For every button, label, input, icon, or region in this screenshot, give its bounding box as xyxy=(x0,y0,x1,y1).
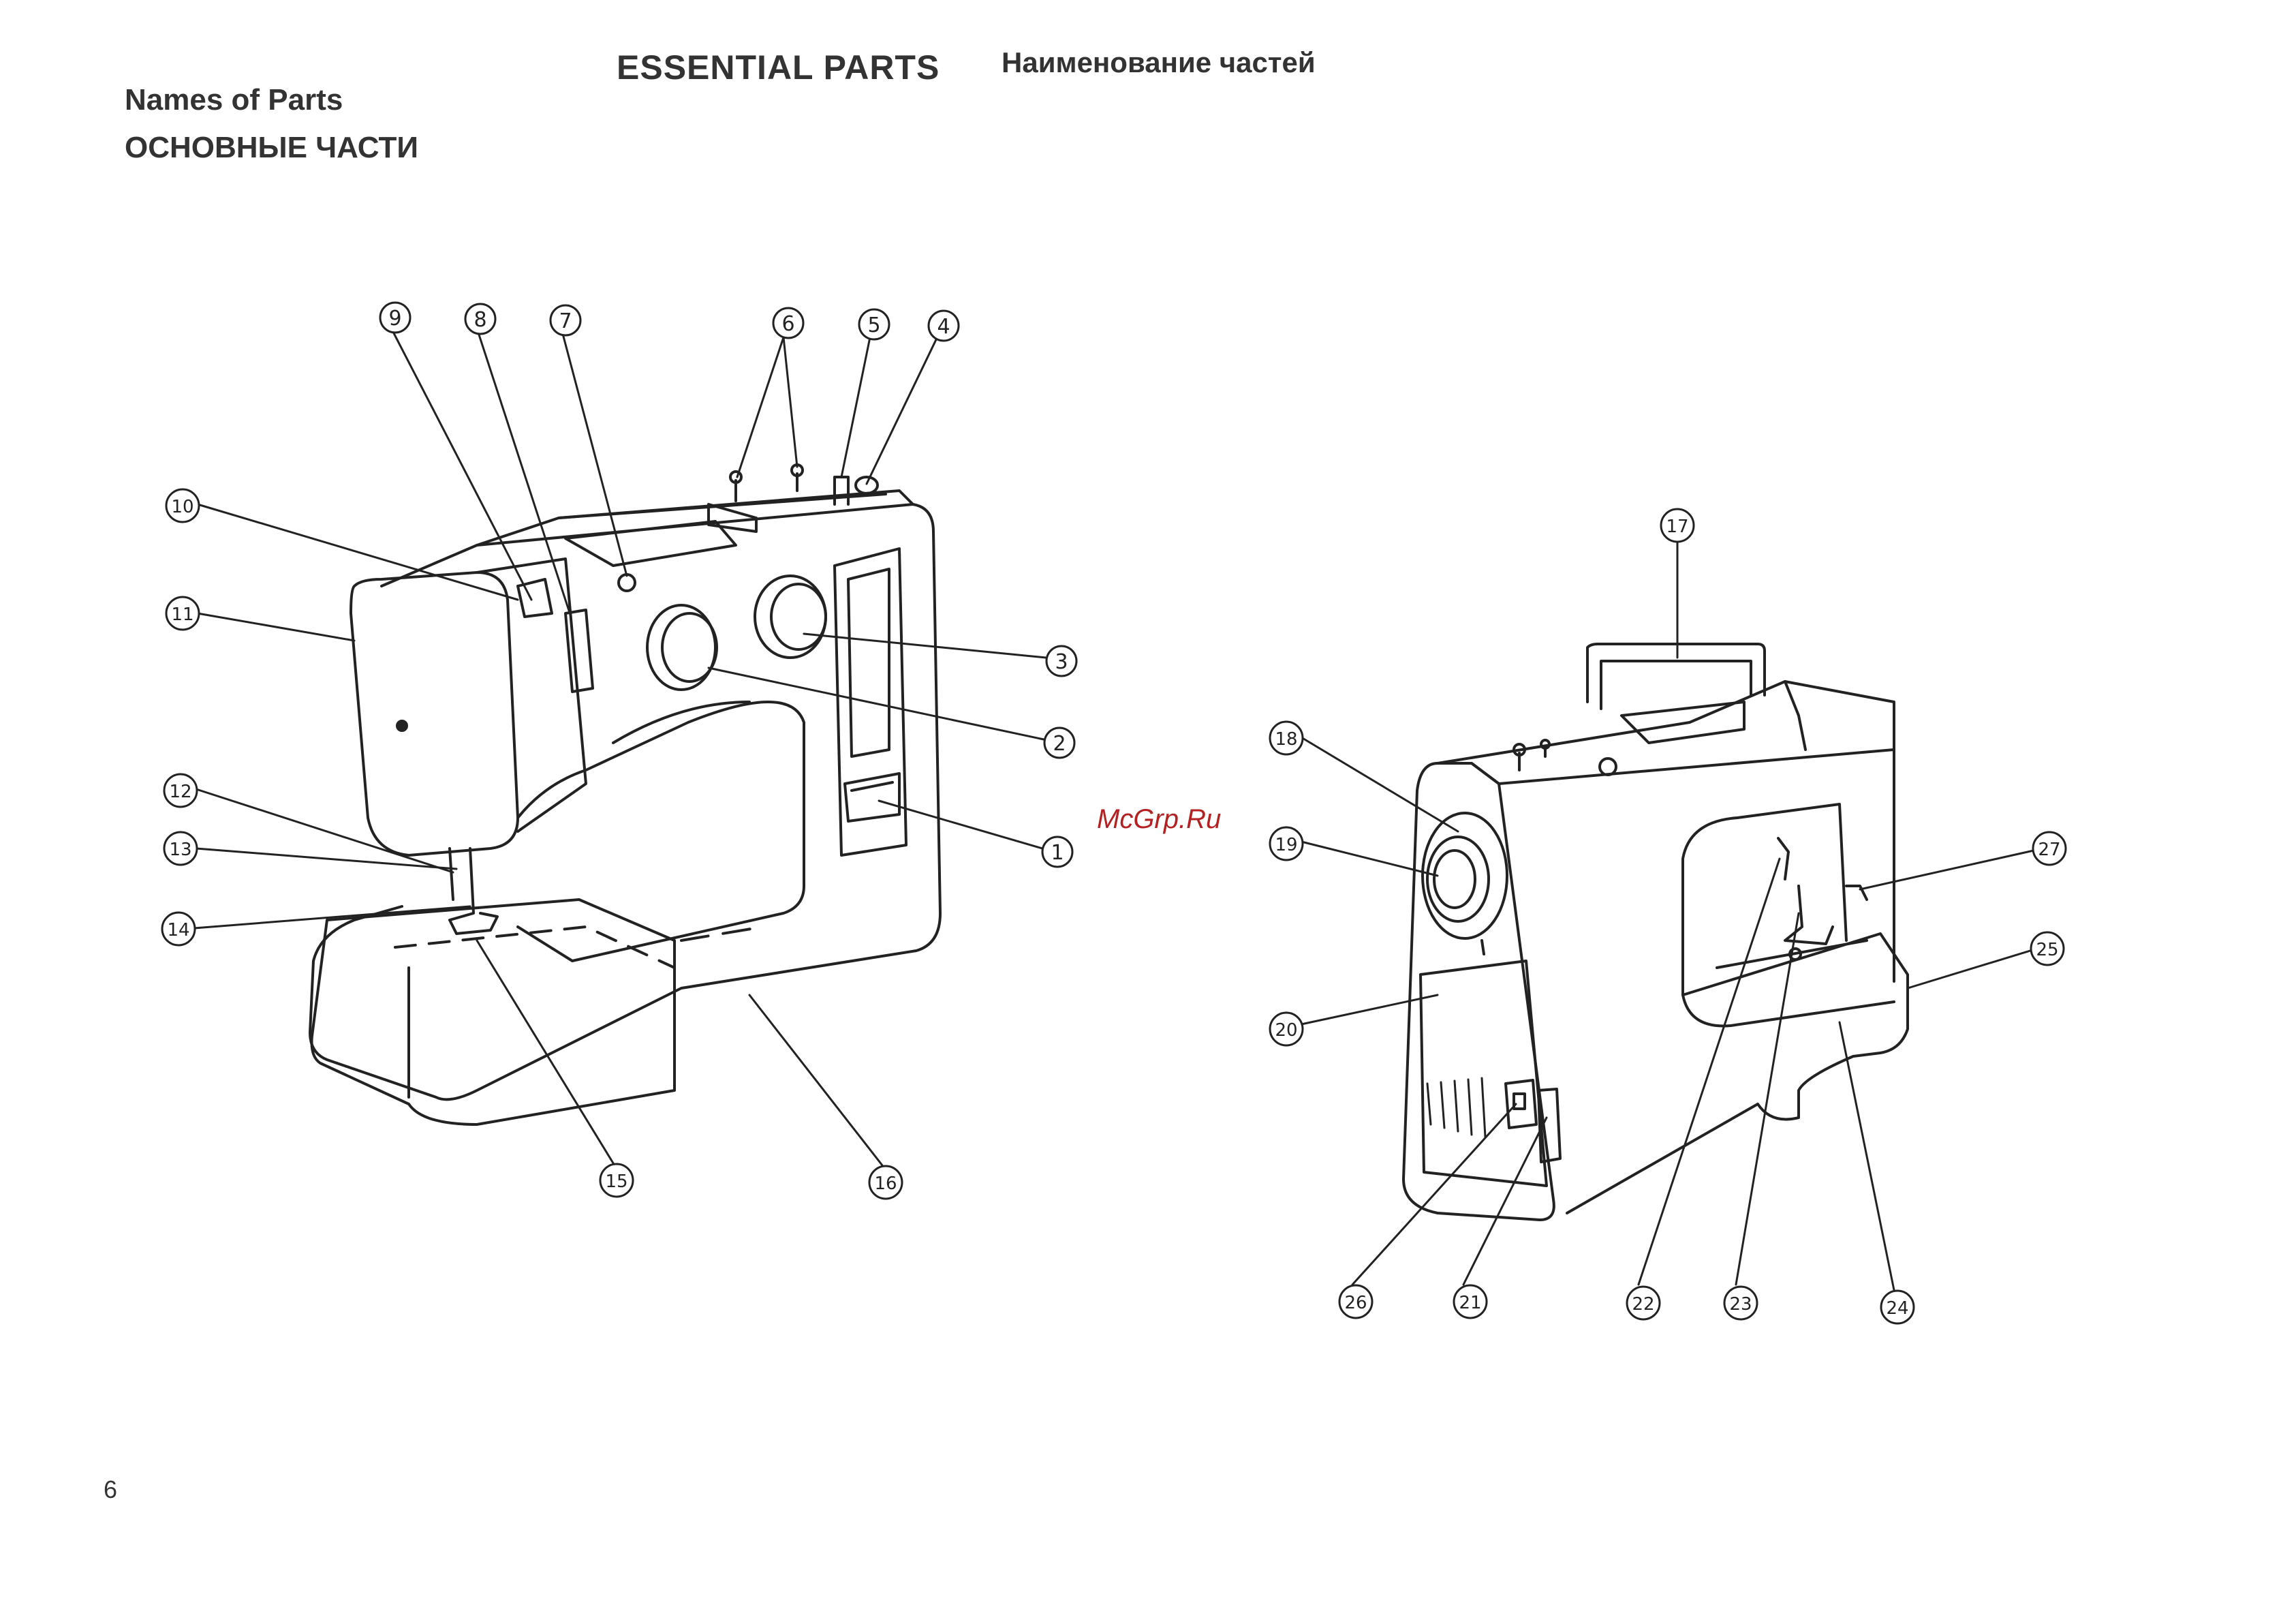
callout-19: 19 xyxy=(1270,827,1303,860)
svg-text:13: 13 xyxy=(169,840,191,860)
callout-26: 26 xyxy=(1339,1285,1372,1318)
svg-text:17: 17 xyxy=(1666,517,1688,537)
callout-25: 25 xyxy=(2031,932,2064,965)
front-view-machine xyxy=(310,465,940,1124)
svg-text:19: 19 xyxy=(1275,835,1297,855)
svg-text:4: 4 xyxy=(937,315,950,339)
callout-20: 20 xyxy=(1270,1013,1303,1045)
leader-lines xyxy=(194,332,2034,1290)
callout-22: 22 xyxy=(1627,1287,1660,1319)
callout-16: 16 xyxy=(869,1166,902,1199)
svg-text:8: 8 xyxy=(474,308,486,332)
callout-18: 18 xyxy=(1270,722,1303,754)
svg-text:24: 24 xyxy=(1886,1298,1908,1319)
svg-text:5: 5 xyxy=(867,313,880,337)
svg-text:11: 11 xyxy=(171,604,193,625)
callout-27: 27 xyxy=(2033,832,2066,865)
callout-6: 6 xyxy=(773,308,803,338)
svg-text:23: 23 xyxy=(1729,1294,1752,1315)
callout-9: 9 xyxy=(380,303,410,333)
svg-text:10: 10 xyxy=(171,497,193,517)
svg-text:22: 22 xyxy=(1632,1294,1654,1315)
callout-14: 14 xyxy=(162,913,195,945)
svg-text:27: 27 xyxy=(2038,840,2060,860)
svg-text:20: 20 xyxy=(1275,1020,1297,1041)
svg-text:21: 21 xyxy=(1459,1293,1481,1313)
svg-text:14: 14 xyxy=(167,920,189,940)
callout-1: 1 xyxy=(1042,837,1072,867)
callout-12: 12 xyxy=(164,774,197,807)
callout-10: 10 xyxy=(166,489,199,522)
svg-text:3: 3 xyxy=(1055,650,1068,674)
callout-11: 11 xyxy=(166,597,199,630)
svg-text:18: 18 xyxy=(1275,729,1297,750)
back-view-machine xyxy=(1403,644,1908,1220)
svg-text:6: 6 xyxy=(781,312,794,336)
svg-text:26: 26 xyxy=(1344,1293,1367,1313)
callout-15: 15 xyxy=(600,1164,633,1197)
callout-5: 5 xyxy=(859,309,889,339)
callout-13: 13 xyxy=(164,832,197,865)
callout-3: 3 xyxy=(1046,646,1076,676)
svg-text:2: 2 xyxy=(1053,732,1066,756)
svg-text:12: 12 xyxy=(169,782,191,802)
callout-7: 7 xyxy=(550,305,580,335)
svg-text:16: 16 xyxy=(874,1174,897,1194)
svg-text:1: 1 xyxy=(1051,841,1064,865)
svg-text:15: 15 xyxy=(605,1171,627,1192)
callout-23: 23 xyxy=(1724,1287,1757,1319)
callout-4: 4 xyxy=(929,311,959,341)
callout-21: 21 xyxy=(1454,1285,1487,1318)
svg-text:25: 25 xyxy=(2036,940,2058,960)
callout-2: 2 xyxy=(1044,728,1074,758)
svg-text:7: 7 xyxy=(559,309,572,333)
callout-17: 17 xyxy=(1661,509,1694,542)
callout-24: 24 xyxy=(1881,1291,1914,1323)
callout-8: 8 xyxy=(465,304,495,334)
svg-text:9: 9 xyxy=(388,307,401,331)
